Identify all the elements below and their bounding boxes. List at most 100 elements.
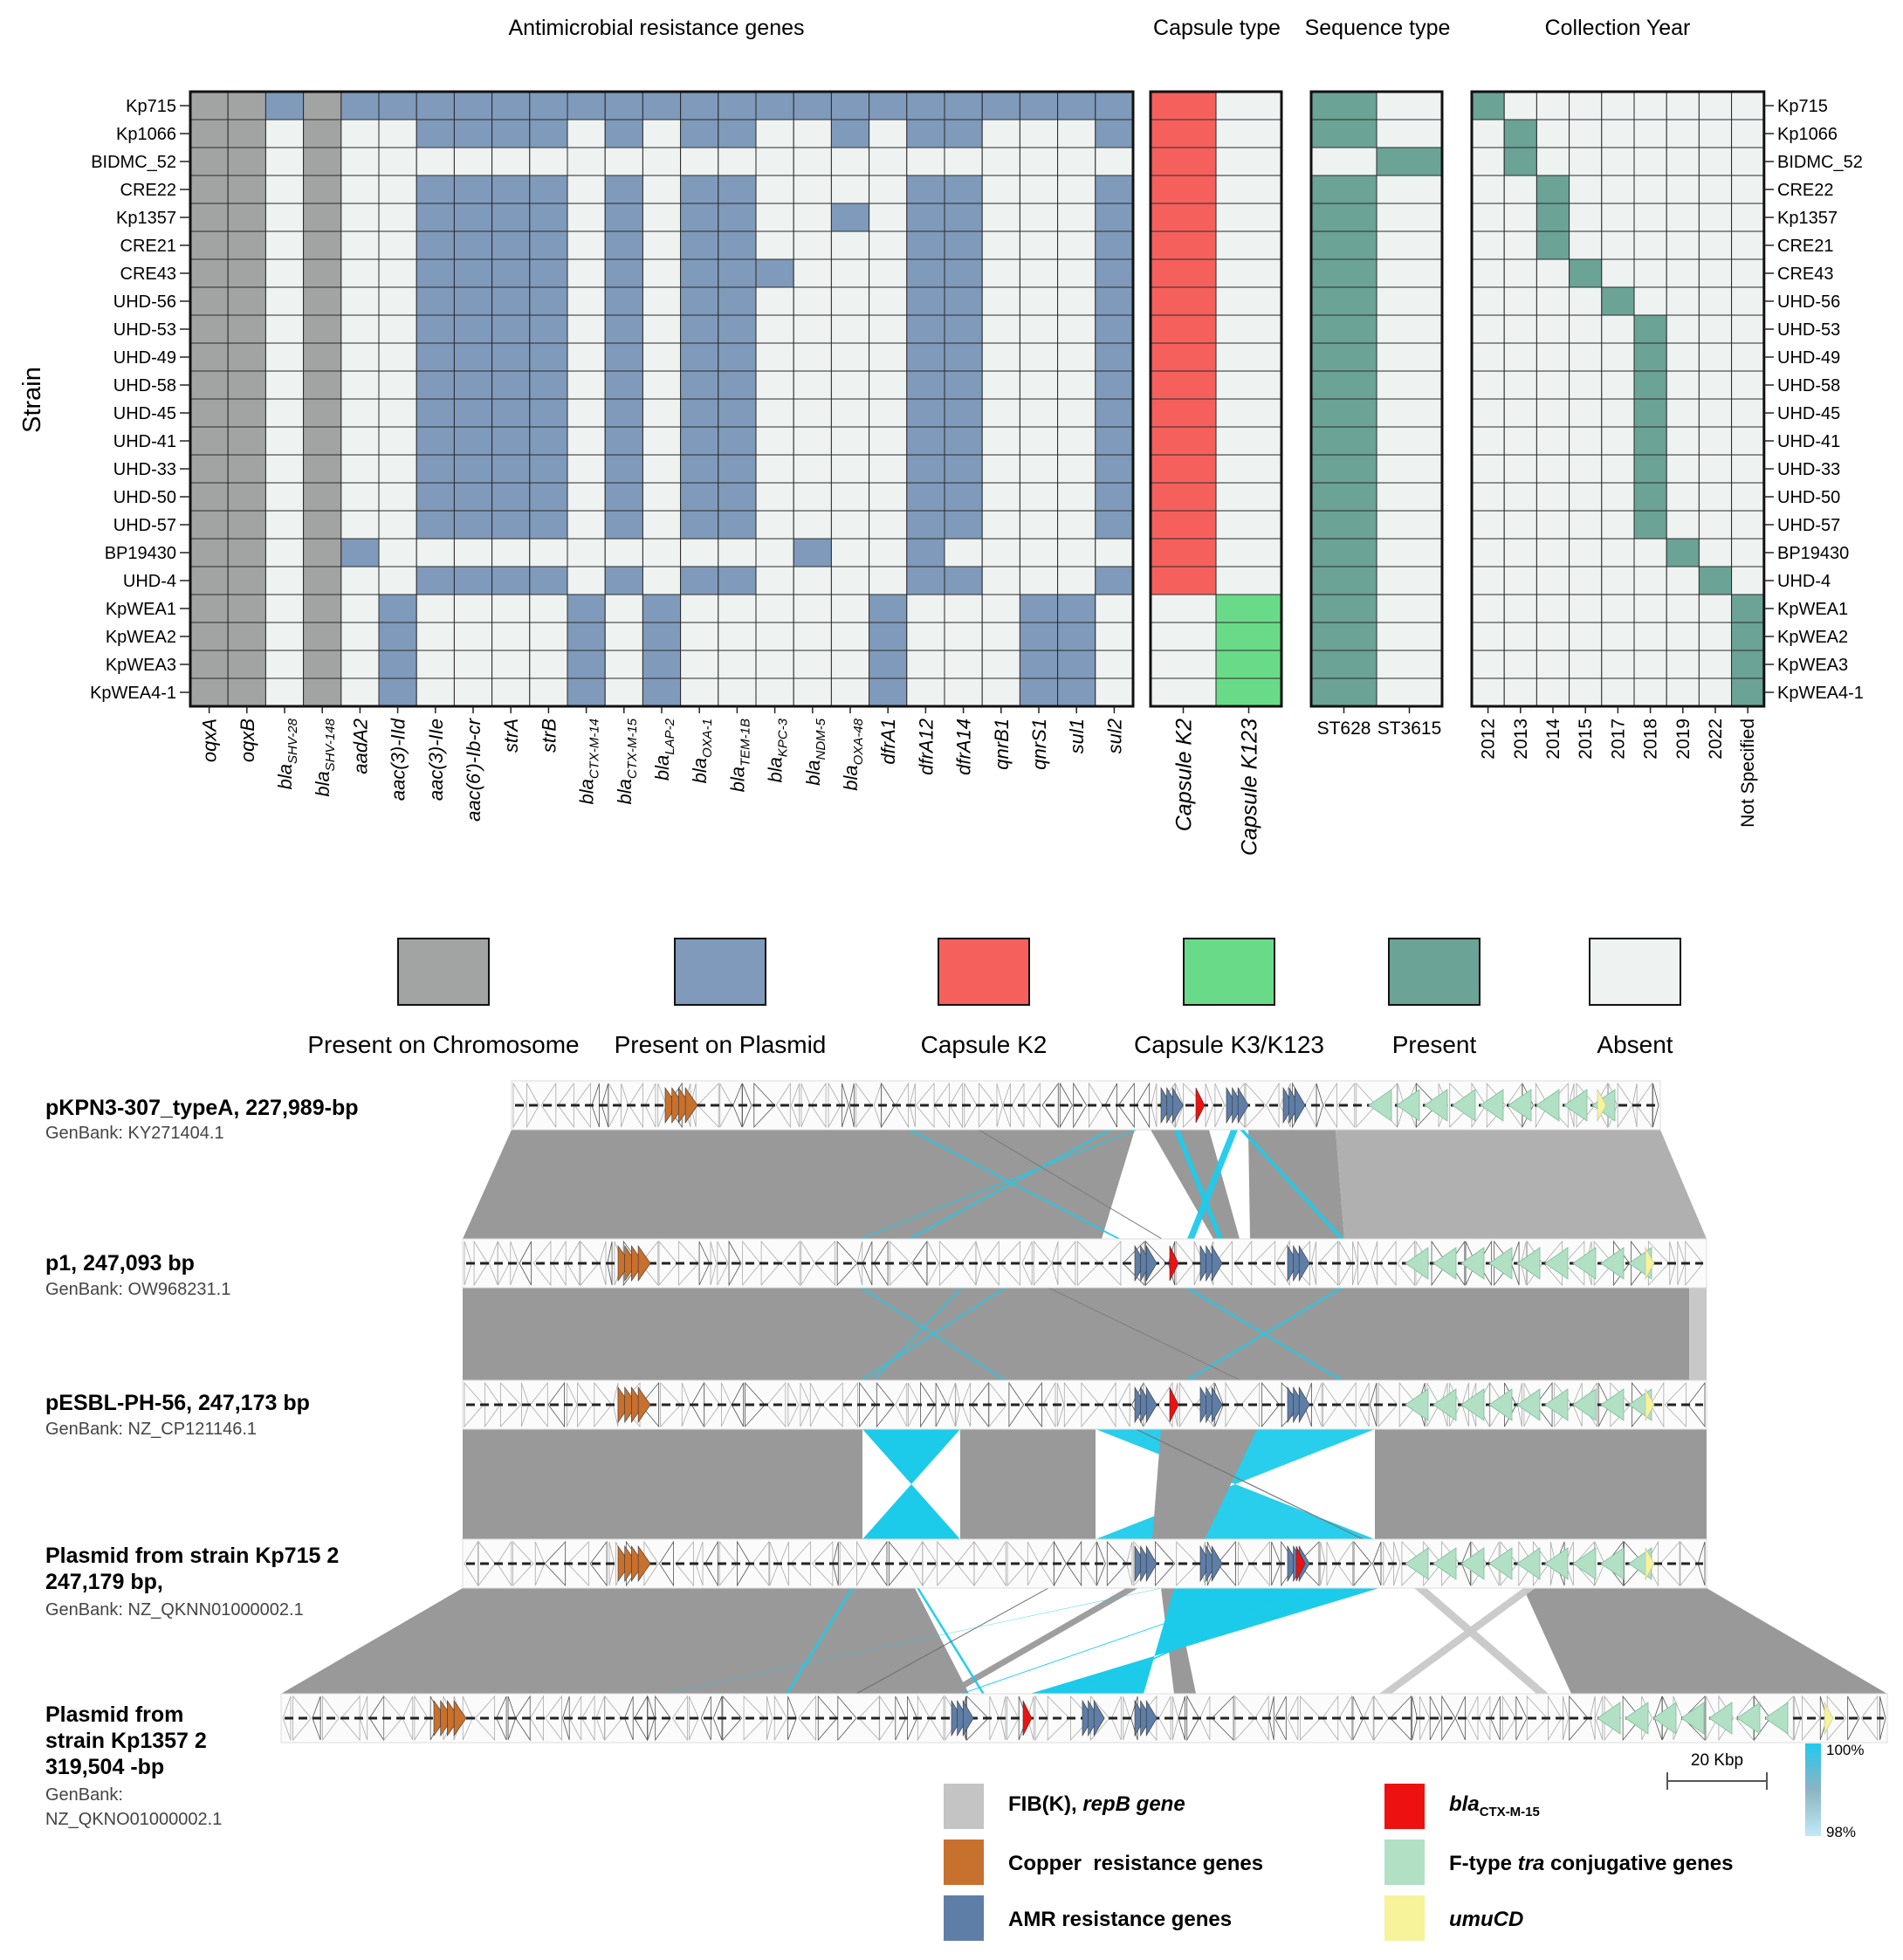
amr-cell [906,230,945,260]
amr-cell [1019,677,1059,707]
sequence-cell [1376,398,1443,428]
amr-cell [340,175,380,204]
amr-cell [1019,538,1059,567]
amr-cell [1095,510,1134,540]
amr-gene [1293,1386,1304,1424]
gene-arrow [529,1381,548,1428]
plasmid-5-title-line2: strain Kp1357 2 [45,1729,207,1753]
amr-gene [1199,1544,1212,1583]
amr-cell [303,538,342,567]
gene-label: aadA2 [349,719,371,774]
amr-cell [340,482,380,512]
sequence-cell [1310,622,1377,651]
amr-cell [869,566,908,595]
gene-arrow [1253,1241,1276,1286]
amr-cell [378,286,417,316]
copper-gene [637,1245,651,1282]
gene-arrow [660,1381,682,1428]
legend-swatch-tra [1384,1840,1425,1885]
tra-gene [1600,1547,1625,1580]
amr-cell [755,258,794,288]
gene-arrow [1441,1695,1456,1742]
strain-label: UHD-4 [123,572,176,591]
amr-cell [830,398,870,428]
amr-cell [718,147,757,176]
amr-cell [491,566,531,595]
gene-arrow [595,1695,605,1741]
amr-cell [830,147,870,176]
amr-cell [340,677,380,707]
amr-cell [944,119,983,148]
tra-gene [1424,1089,1448,1122]
amr-cell [1095,230,1134,260]
amr-cell [869,230,908,260]
year-label: 2022 [1706,719,1726,760]
amr-cell [830,258,870,288]
year-cell [1731,119,1765,148]
amr-cell [303,594,342,623]
amr-cell [340,510,380,540]
gene-arrow [577,1381,594,1428]
amr-cell [264,203,305,232]
amr-cell [340,314,380,344]
strain-label: UHD-58 [1777,376,1840,395]
year-label: 2013 [1511,719,1531,760]
gene-arrow [1299,1695,1322,1742]
amr-cell [416,314,455,344]
amr-cell [604,454,643,484]
amr-cell [718,594,757,623]
amr-cell [830,566,870,595]
tra-gene [1544,1388,1569,1421]
amr-cell [227,91,266,120]
amr-cell [303,258,342,288]
amr-cell [189,454,229,484]
amr-gene [951,1699,963,1737]
amr-cell [642,91,682,120]
synteny-block [1248,1130,1344,1239]
amr-gene [1206,1244,1217,1283]
collection-year-heatmap [1470,90,1766,708]
amr-cell [604,314,643,344]
plasmid-5-title: Plasmid from [45,1702,183,1727]
amr-cell [718,566,757,595]
strain-label: CRE43 [1777,265,1833,284]
year-cell [1471,286,1505,316]
synteny-thin-link [960,1588,1268,1694]
plasmid-5-accession-id: NZ_QKNO01000002.1 [45,1810,222,1829]
sequence-cell [1376,510,1443,540]
gene-arrow [1000,1240,1020,1287]
amr-cell [529,622,568,651]
year-cell [1698,286,1733,316]
amr-cell [642,203,682,232]
plasmid-track [462,1538,1707,1589]
strain-label: BP19430 [1777,544,1849,563]
amr-gene [1134,1386,1146,1424]
strain-label: KpWEA3 [1777,656,1848,675]
amr-cell [416,342,455,372]
year-label: 2019 [1673,719,1693,760]
amr-cell [491,370,531,400]
copper-gene [631,1386,644,1423]
amr-cell [529,203,568,232]
amr-cell [944,594,983,623]
year-cell [1698,230,1733,260]
amr-cell [264,650,305,679]
amr-cell [529,175,568,204]
amr-cell [189,258,229,288]
capsule-cell [1215,566,1282,595]
gene-arrow [745,1381,766,1428]
capsule-label: Capsule K123 [1238,719,1262,856]
strain-labels-left: Kp715Kp1066BIDMC_52CRE22Kp1357CRE21CRE43… [90,97,190,703]
copper-gene [631,1545,644,1582]
year-cell [1569,566,1603,595]
gene-arrow [1705,1695,1718,1741]
amr-cell [529,510,568,540]
gene-arrow [781,1240,800,1287]
year-cell [1633,566,1667,595]
amr-cell [340,398,380,428]
year-cell [1731,398,1765,428]
capsule-cell [1150,538,1217,567]
capsule-cell [1215,286,1282,316]
sequence-cell [1376,622,1443,651]
amr-cell [567,594,606,623]
